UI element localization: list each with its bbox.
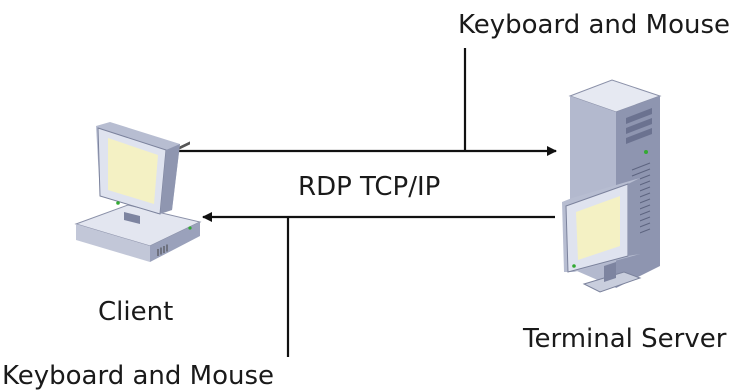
- keyboard-mouse-label-bottom: Keyboard and Mouse: [2, 361, 275, 391]
- protocol-label: RDP TCP/IP: [298, 172, 441, 202]
- server-label: Terminal Server: [523, 324, 727, 354]
- client-computer-icon: [74, 122, 202, 262]
- keyboard-mouse-label-top: Keyboard and Mouse: [458, 10, 731, 40]
- terminal-server-icon: [562, 79, 662, 293]
- client-label: Client: [98, 297, 174, 327]
